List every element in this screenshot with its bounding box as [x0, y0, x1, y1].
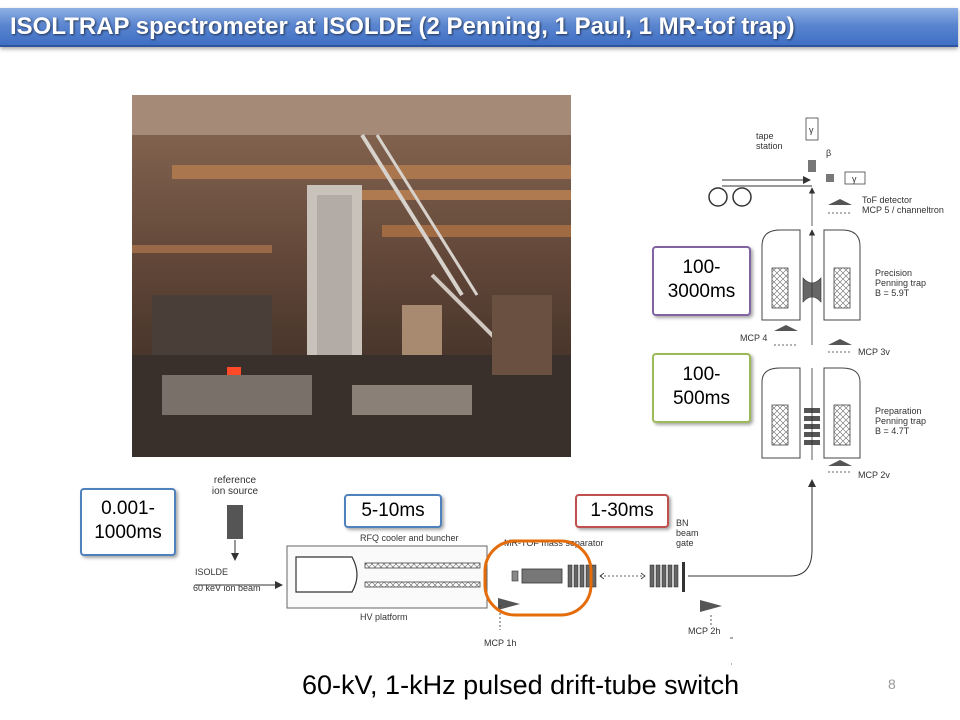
slide-title: ISOLTRAP spectrometer at ISOLDE (2 Penni…: [10, 13, 795, 40]
reference-ion-source: [227, 505, 243, 561]
mrtof-separator: [511, 564, 679, 588]
mrtof-label: MR-TOF mass separator: [504, 538, 603, 548]
mcp-2v-detector: [828, 460, 852, 473]
timing-box-isolde: 0.001- 1000ms: [80, 488, 176, 556]
mcp-3v-label: MCP 3v: [858, 347, 890, 357]
mcp-2v-label: MCP 2v: [858, 470, 890, 480]
timing-precision-text: 100- 3000ms: [667, 257, 736, 302]
timing-box-rfq: 5-10ms: [344, 494, 442, 528]
mcp-2h-label: MCP 2h: [688, 626, 720, 636]
mcp-1h-detector: [498, 598, 520, 630]
timing-mrtof-text: 1-30ms: [590, 500, 654, 521]
rfq-label: RFQ cooler and buncher: [360, 533, 459, 543]
timing-box-precision: 100- 3000ms: [652, 246, 751, 316]
footer-caption: 60-kV, 1-kHz pulsed drift-tube switch: [302, 670, 740, 700]
mcp-4-label: MCP 4: [740, 333, 767, 343]
timing-isolde-text: 0.001- 1000ms: [94, 498, 162, 543]
mcp-4-detector: [774, 325, 798, 346]
tof-detector: [808, 187, 852, 226]
mrtof-highlight-ring: [483, 539, 593, 617]
preparation-penning-trap: [761, 367, 861, 460]
timing-preparation-text: 100- 500ms: [672, 364, 731, 409]
beta-label: β: [826, 148, 831, 158]
setup-photo: [132, 95, 571, 457]
mcp-3v-detector: [828, 339, 852, 353]
precision-penning-trap: [761, 229, 861, 345]
ion-beam-label: 60 keV ion beam: [193, 583, 261, 593]
title-bar: ISOLTRAP spectrometer at ISOLDE (2 Penni…: [0, 8, 958, 47]
isolde-label: ISOLDE: [195, 567, 228, 577]
gamma-side-label: γ: [852, 174, 857, 184]
mcp-1h-label: MCP 1h: [484, 638, 516, 648]
bn-beam-gate: [682, 562, 685, 592]
timing-box-preparation: 100- 500ms: [652, 353, 751, 423]
timing-rfq-text: 5-10ms: [361, 500, 425, 521]
tape-station: [708, 117, 866, 207]
hv-platform: [286, 545, 488, 609]
transfer-beamline: [688, 479, 816, 577]
gamma-top-label: γ: [809, 125, 814, 135]
mcp-2h-detector: [700, 600, 722, 625]
page-number: 8: [888, 676, 896, 692]
hv-platform-label: HV platform: [360, 612, 408, 622]
timing-box-mrtof: 1-30ms: [575, 494, 669, 528]
